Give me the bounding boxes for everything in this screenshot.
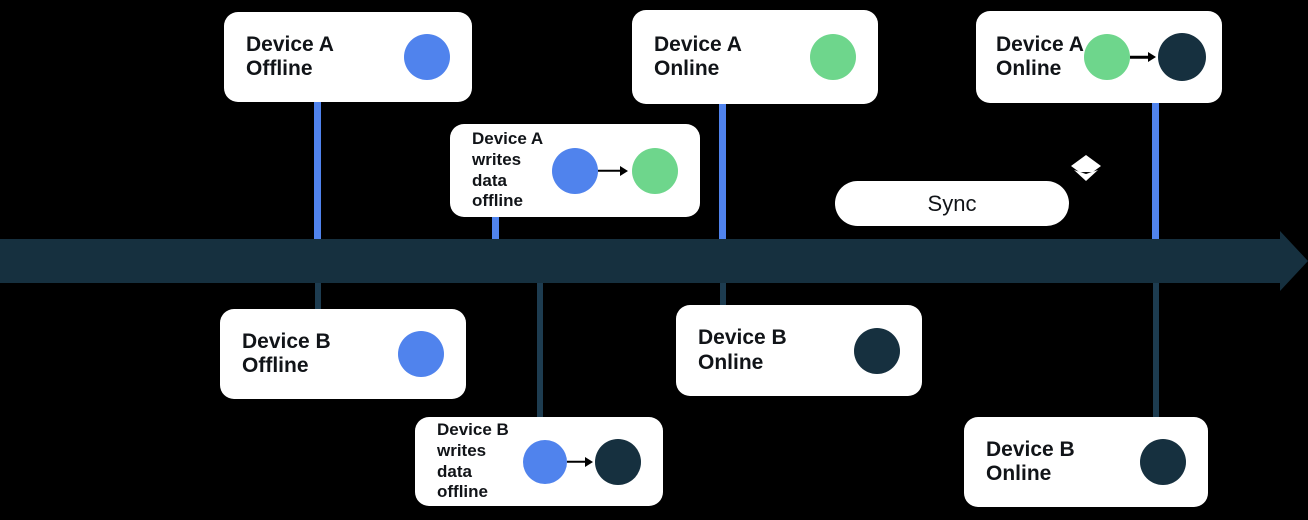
- card-device-b-online-label: Device B Online: [698, 326, 787, 374]
- card-device-b-online[interactable]: Device B Online: [676, 305, 922, 396]
- arrow-right-icon: [1129, 51, 1158, 63]
- arrow-right-icon: [598, 165, 632, 177]
- card-device-a-offline-label: Device A Offline: [246, 32, 334, 80]
- card-device-a-online-graphic: [810, 34, 856, 80]
- connector-up-device-a-offline: [314, 96, 321, 244]
- status-dot-navy: [1157, 33, 1206, 81]
- layers-icon: [1068, 152, 1104, 188]
- card-device-b-offline-label: Device B Offline: [242, 329, 331, 377]
- connector-down-device-b-writes: [537, 278, 543, 420]
- card-device-b-online-synced[interactable]: Device B Online: [964, 417, 1208, 507]
- card-device-b-writes-data-offline[interactable]: Device B writes data offline: [415, 417, 663, 506]
- card-device-a-offline-graphic: [404, 34, 450, 80]
- card-device-a-writes-label: Device A writes data offline: [472, 129, 544, 211]
- card-device-a-writes-data-offline[interactable]: Device A writes data offline: [450, 124, 700, 217]
- status-dot-green: [810, 34, 856, 80]
- card-device-a-online[interactable]: Device A Online: [632, 10, 878, 104]
- connector-down-device-b-online-synced: [1153, 278, 1159, 422]
- status-dot-blue: [404, 34, 450, 80]
- status-dot-green: [632, 147, 678, 194]
- status-dot-blue: [552, 147, 598, 194]
- connector-up-device-a-writes: [492, 214, 499, 244]
- arrow-right-icon: [567, 456, 595, 468]
- card-device-a-online-synced-graphic: [1083, 33, 1206, 81]
- connector-up-device-a-online: [719, 96, 726, 244]
- timeline-arrow-icon: [1280, 231, 1308, 291]
- status-dot-blue: [523, 439, 567, 484]
- card-device-b-offline[interactable]: Device B Offline: [220, 309, 466, 399]
- card-device-a-online-synced[interactable]: Device A Online: [976, 11, 1222, 103]
- card-device-a-online-synced-label: Device A Online: [996, 32, 1084, 80]
- card-device-b-online-synced-label: Device B Online: [986, 437, 1075, 485]
- connector-down-device-b-offline: [315, 278, 321, 314]
- card-device-b-online-graphic: [854, 327, 900, 374]
- connector-up-device-a-online-synced: [1152, 96, 1159, 244]
- card-device-a-offline[interactable]: Device A Offline: [224, 12, 472, 102]
- timeline-axis-bar: [0, 239, 1280, 283]
- connector-down-device-b-online: [720, 278, 726, 306]
- card-device-b-offline-graphic: [398, 331, 444, 377]
- card-device-b-online-synced-graphic: [1140, 439, 1186, 485]
- status-dot-blue: [398, 331, 444, 377]
- card-device-b-writes-graphic: [523, 438, 641, 485]
- card-device-a-writes-graphic: [552, 147, 678, 194]
- card-device-a-online-label: Device A Online: [654, 32, 742, 80]
- status-dot-navy: [854, 327, 900, 374]
- sync-button[interactable]: Sync: [835, 181, 1069, 226]
- card-device-b-writes-label: Device B writes data offline: [437, 420, 509, 502]
- status-dot-navy: [1140, 439, 1186, 485]
- status-dot-navy: [595, 438, 641, 485]
- status-dot-green: [1083, 34, 1130, 80]
